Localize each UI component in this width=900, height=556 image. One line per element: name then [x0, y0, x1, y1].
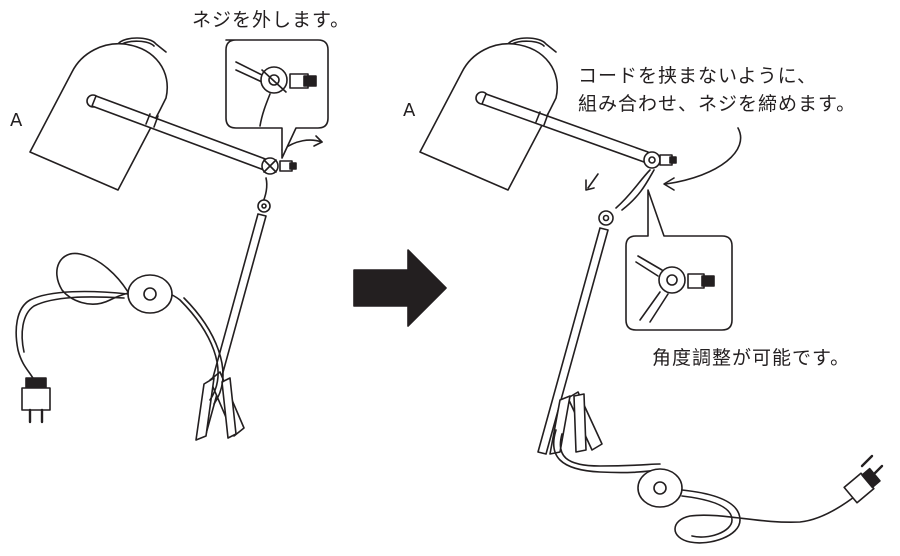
right-guide-arrows [585, 127, 742, 191]
right-lower-pole [537, 210, 614, 455]
left-lower-pole [195, 177, 271, 441]
left-zoom-callout [225, 39, 329, 159]
right-plug [843, 454, 884, 504]
angle-caption: 角度調整が可能です。 [652, 347, 851, 369]
left-lamp-figure [15, 37, 329, 441]
left-cord [15, 252, 224, 424]
left-joint [261, 135, 323, 175]
part-a-label-right: A [403, 100, 416, 121]
right-lamp-figure [419, 37, 884, 544]
right-joint [615, 151, 677, 211]
left-plug [21, 377, 51, 424]
step-arrow [353, 249, 447, 327]
right-cord [552, 429, 884, 544]
part-a-label-left: A [10, 110, 23, 131]
step2-caption-line1: コードを挟まないように、 [578, 65, 818, 87]
step1-caption: ネジを外します。 [192, 9, 351, 31]
right-zoom-callout [625, 189, 733, 331]
step2-caption-line2: 組み合わせ、ネジを締めます。 [578, 93, 857, 115]
